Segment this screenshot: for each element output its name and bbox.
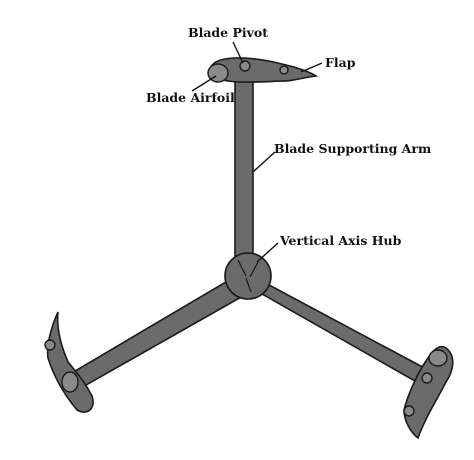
top-blade-flap-hinge [279, 65, 289, 75]
top-blade-airfoil [209, 57, 319, 83]
blade-pivot-label: Blade Pivot [188, 25, 268, 40]
left-blade-pivot [61, 371, 79, 393]
left-blade-airfoil [46, 311, 94, 413]
left-supporting-arm [68, 274, 252, 391]
right-supporting-arm [254, 276, 432, 387]
flap-leader [300, 62, 323, 73]
flap-label: Flap [325, 55, 356, 70]
blade-airfoil-leader [191, 75, 217, 92]
top-supporting-arm [234, 69, 254, 271]
vertical-axis-hub-leader [256, 242, 279, 263]
blade-supporting-arm-label: Blade Supporting Arm [274, 141, 431, 156]
vertical-axis-hub-label: Vertical Axis Hub [279, 233, 402, 248]
right-blade-hinge [428, 349, 448, 367]
blade-airfoil-label: Blade Airfoil [146, 90, 235, 105]
left-blade-flap-hinge [44, 339, 56, 351]
right-blade-flap-hinge [403, 405, 415, 417]
right-blade-pivot [421, 372, 433, 384]
blade-supporting-arm-leader [252, 151, 276, 173]
blade-pivot-leader [232, 41, 244, 64]
vertical-axis-hub [224, 252, 272, 300]
top-blade-pivot-point [239, 60, 251, 72]
